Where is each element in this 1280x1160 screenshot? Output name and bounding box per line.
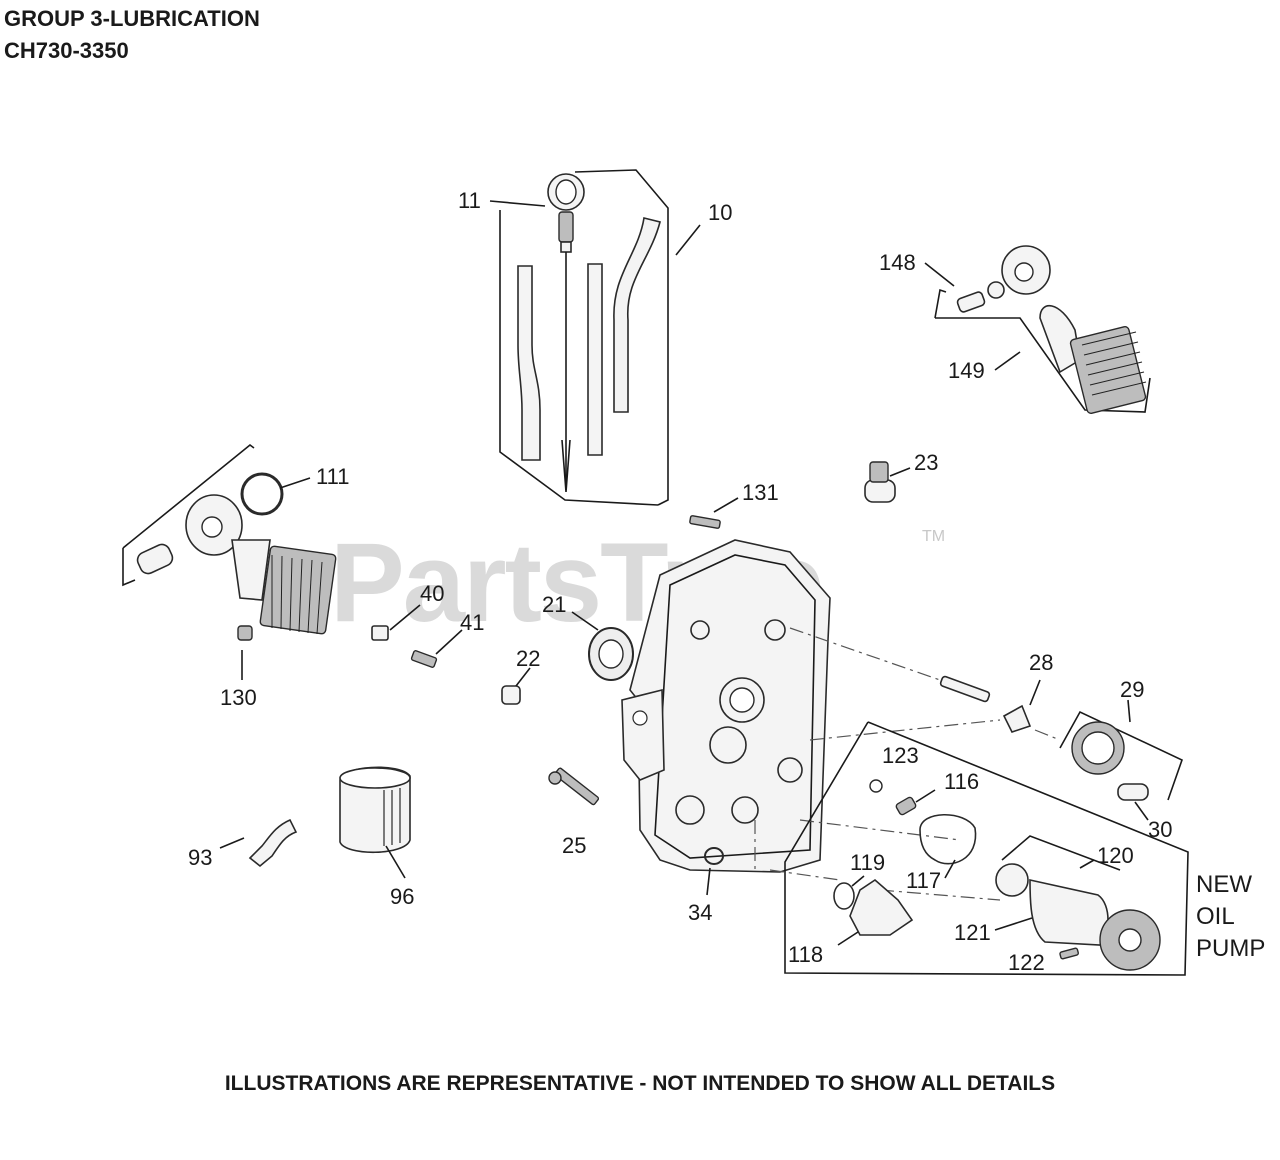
clip-part-40[interactable]	[371, 604, 421, 641]
bushing-part-22[interactable]	[501, 667, 531, 705]
pickup-part-118[interactable]	[837, 878, 914, 946]
oil-cooler-assembly-left[interactable]	[122, 443, 337, 635]
oil-pump-note-line-1: NEW	[1196, 871, 1252, 898]
callout-131: 131	[742, 480, 779, 505]
o-ring-part-34[interactable]	[704, 847, 724, 896]
callout-29: 29	[1120, 677, 1144, 702]
oil-seal-part[interactable]	[571, 611, 634, 681]
closure-plate-part[interactable]	[621, 539, 831, 873]
spring-part-116[interactable]	[895, 789, 936, 816]
callout-119: 119	[850, 850, 885, 875]
callout-96: 96	[390, 884, 414, 909]
oil-pump-gear-part-29[interactable]	[1059, 699, 1183, 801]
callout-labels: 11 10 148 149 23 111 131 21 40 41 22 28 …	[188, 188, 1265, 975]
callout-117: 117	[906, 868, 941, 893]
callout-120: 120	[1097, 843, 1134, 868]
screw-part-41[interactable]	[410, 629, 463, 668]
dipstick-group	[489, 169, 701, 506]
callout-116: 116	[944, 769, 979, 794]
callout-118: 118	[788, 942, 823, 967]
gasket-part-117[interactable]	[919, 813, 977, 879]
ball-part-123[interactable]	[869, 779, 883, 793]
callout-149: 149	[948, 358, 985, 383]
callout-34: 34	[688, 900, 712, 925]
watermark-trademark: TM	[922, 528, 946, 545]
pump-cover-part-120[interactable]	[995, 835, 1121, 946]
callout-130: 130	[220, 685, 257, 710]
callout-41: 41	[460, 610, 484, 635]
callout-148: 148	[879, 250, 916, 275]
callout-23: 23	[914, 450, 938, 475]
fitting-part-130[interactable]	[237, 625, 253, 680]
callout-121: 121	[954, 920, 991, 945]
oil-pump-note-line-3: PUMP	[1196, 935, 1265, 962]
callout-93: 93	[188, 845, 212, 870]
oil-pressure-switch-part[interactable]	[864, 461, 911, 503]
callout-111: 111	[316, 464, 349, 489]
dipstick-tube-part[interactable]	[517, 217, 661, 461]
bolt-part-25[interactable]	[548, 767, 600, 806]
callout-10: 10	[708, 200, 732, 225]
callout-22: 22	[516, 646, 540, 671]
callout-40: 40	[420, 581, 444, 606]
oil-cooler-assembly-upper[interactable]	[924, 245, 1151, 414]
pin-part-30[interactable]	[1117, 783, 1149, 821]
callout-123: 123	[882, 743, 919, 768]
oil-filter-part[interactable]	[339, 766, 411, 879]
callout-21: 21	[542, 592, 566, 617]
bolt-part-131[interactable]	[689, 497, 739, 529]
callout-30: 30	[1148, 817, 1172, 842]
pump-gear-part-121[interactable]	[994, 909, 1161, 971]
callout-122: 122	[1008, 950, 1045, 975]
oil-pump-frame	[784, 721, 1189, 976]
dipstick-part[interactable]	[547, 173, 585, 493]
screw-part-122[interactable]	[1059, 947, 1079, 960]
alignment-lines	[754, 627, 1061, 901]
diagram-title: GROUP 3-LUBRICATION	[4, 6, 260, 31]
disclaimer-footer: ILLUSTRATIONS ARE REPRESENTATIVE - NOT I…	[224, 1072, 1056, 1095]
model-number: CH730-3350	[4, 38, 129, 63]
oil-pump-note-line-2: OIL	[1196, 903, 1235, 930]
o-ring-part-119[interactable]	[833, 875, 865, 910]
callout-25: 25	[562, 833, 586, 858]
shaft-part-28[interactable]	[939, 675, 1041, 733]
callout-28: 28	[1029, 650, 1053, 675]
callout-11: 11	[458, 188, 481, 213]
elbow-fitting-part[interactable]	[219, 818, 298, 868]
